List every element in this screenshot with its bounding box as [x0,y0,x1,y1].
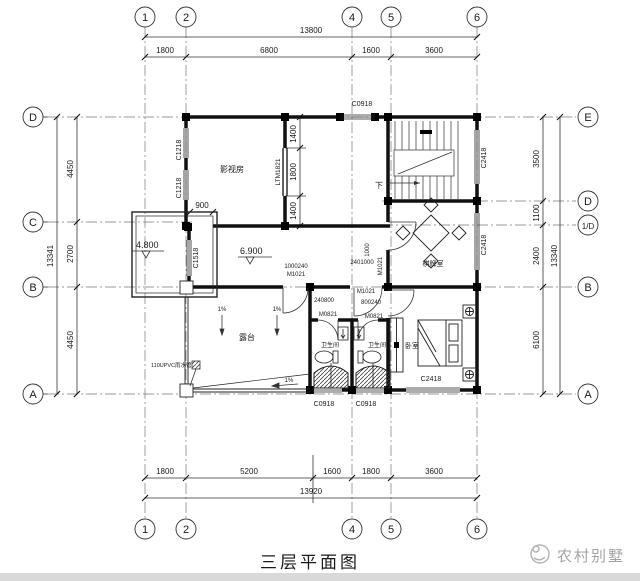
dim-bottom-1800b: 1800 [362,467,380,476]
slope-arrows [219,315,299,389]
window-label-c0918-bath-right: C0918 [356,401,377,408]
door-label-m0821-right: M0821 [365,314,384,320]
window-label-c2418-bedroom: C2418 [421,376,442,383]
dim-bottom-5200: 5200 [240,467,258,476]
level-markers [132,250,272,387]
grid-bubble-top-2: 2 [183,12,189,24]
door-label-m0821-left: M0821 [319,312,338,318]
dim-ltm-1800: 1800 [289,163,298,181]
grid-bubble-top-5: 5 [388,12,394,24]
grid-bubble-right-1D: 1/D [582,222,595,231]
stair-down-label: 下 [375,181,383,190]
window-label-c2418-chess: C2418 [481,235,488,256]
slope-label-3: 1% [285,378,294,384]
dim-top-1800: 1800 [156,46,174,55]
dim-top-1600: 1600 [362,46,380,55]
grid-bubble-bottom-4: 4 [349,524,355,536]
room-label-chess: 棋牌室 [423,259,444,268]
door-label-m1021-chess: M1021 [378,256,384,275]
window-label-c0918-bath-left: C0918 [314,401,335,408]
grid-bubble-right-B: B [584,282,591,294]
room-label-bath-right: 卫生间 [368,341,386,349]
dim-900: 900 [195,201,209,210]
window-label-c1218-upper: C1218 [176,140,183,161]
dim-right-2400: 2400 [532,247,541,265]
grid-bubble-top-6: 6 [474,12,480,24]
grid-bubble-bottom-5: 5 [388,524,394,536]
dim-2401000-label: 2401000 [350,260,374,266]
grid-bubble-left-B: B [29,282,36,294]
room-label-bath-left: 卫生间 [321,341,339,349]
dim-left-2700: 2700 [66,245,75,263]
room-label-terrace: 露台 [239,332,255,342]
door-label-ltm1821: LTM1821 [275,158,282,185]
dim-bottom-1600: 1600 [323,467,341,476]
window-label-c1218-lower: C1218 [176,178,183,199]
grid-bubble-top-4: 4 [349,12,355,24]
grid-bubble-left-C: C [29,217,37,229]
slope-label-1: 1% [218,307,227,313]
dimension-ticks [53,33,564,502]
grid-bubble-right-D: D [584,196,592,208]
dimension-lines [43,36,561,503]
watermark-label: 农村别墅 [557,548,625,565]
window-label-c2418-stair: C2418 [481,148,488,169]
door-label-m1021-terrace: M1021 [287,272,306,278]
grid-bubble-right-E: E [584,112,591,124]
bed-icon [417,304,477,382]
balcony-4800 [131,211,218,298]
grid-bubble-right-A: A [584,389,592,401]
dim-right-6100: 6100 [532,331,541,349]
dim-ltm-1400b: 1400 [289,202,298,220]
dim-1000-label: 1000 [365,243,371,257]
wardrobe-icon [389,317,404,373]
drawing-title: 三层平面图 [260,553,360,572]
grid-bubble-bottom-2: 2 [183,524,189,536]
dim-left-total: 13341 [46,244,55,267]
dim-1000240-label: 1000240 [284,264,308,270]
dim-right-total: 13340 [550,244,559,267]
dim-top-total: 13800 [300,26,323,35]
bathroom-fixtures [313,326,391,389]
dim-800240-label: 800240 [361,300,382,306]
level-6900-label: 6.900 [240,246,263,256]
dim-left-4450a: 4450 [66,160,75,178]
grid-bubble-bottom-1: 1 [142,524,148,536]
dim-bottom-total: 13920 [300,487,323,496]
staircase [386,121,459,199]
watermark-logo-icon [530,544,550,564]
room-label-bedroom: 卧室 [405,341,419,350]
window-label-c0918-top: C0918 [352,101,373,108]
grid-bubble-left-A: A [29,389,37,401]
level-4800-label: 4.800 [136,240,159,250]
window-label-c1518: C1518 [193,248,200,269]
dim-right-1100: 1100 [532,204,541,222]
dim-left-4450b: 4450 [66,331,75,349]
windows [183,114,480,393]
dim-right-3500: 3500 [532,150,541,168]
dim-top-3600: 3600 [425,46,443,55]
grid-bubbles [22,6,599,540]
grid-lines [48,27,576,519]
door-label-m1021-bedroom: M1021 [357,289,376,295]
room-label-cinema: 影视房 [220,164,244,174]
rain-pipe-label: 110UPVC雨水管 [151,361,192,369]
grid-bubble-left-D: D [29,112,37,124]
terrace-rails [179,297,311,398]
grid-bubble-bottom-6: 6 [474,524,480,536]
slope-label-2: 1% [273,307,282,313]
dim-bottom-1800: 1800 [156,467,174,476]
bottom-bar [0,573,640,581]
mahjong-table-icon [395,197,467,269]
dim-top-6800: 6800 [260,46,278,55]
dim-bottom-3600: 3600 [425,467,443,476]
dim-240800-label: 240800 [314,298,335,304]
grid-bubble-top-1: 1 [142,12,148,24]
dim-ltm-1400a: 1400 [289,125,298,143]
